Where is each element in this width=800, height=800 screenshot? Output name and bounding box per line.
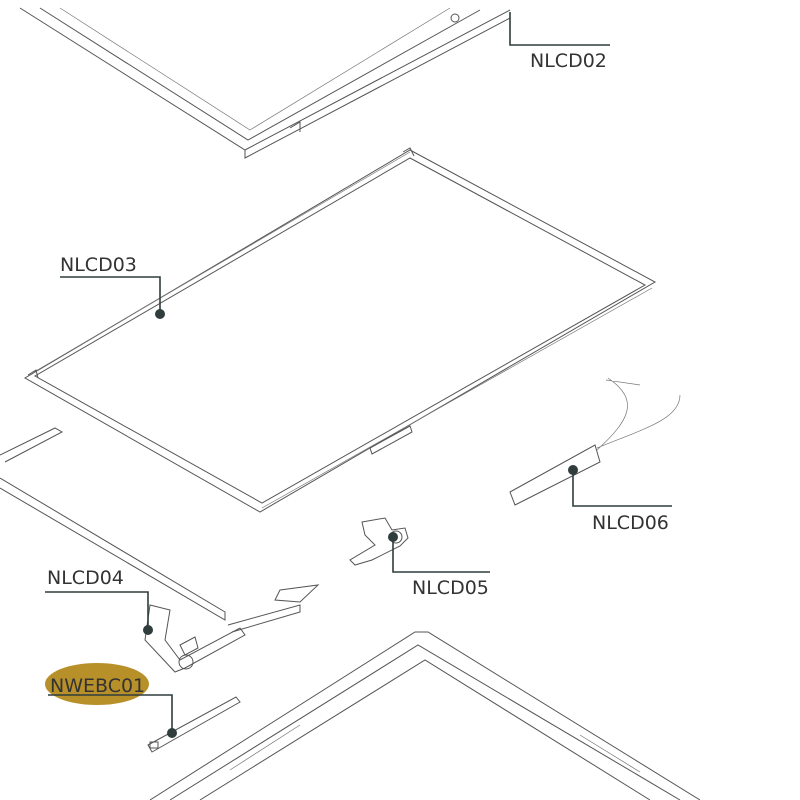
leader-nlcd06: [572, 470, 672, 507]
leader-nlcd05: [392, 537, 490, 573]
label-nlcd05[interactable]: NLCD05: [412, 577, 489, 599]
callout-dot-nlcd06: [568, 465, 578, 475]
callout-dot-nlcd03: [155, 309, 165, 319]
part-antenna: [509, 377, 681, 506]
label-nlcd03[interactable]: NLCD03: [60, 254, 137, 276]
leader-nlcd03: [60, 276, 161, 314]
part-lcd-cable: [0, 427, 320, 621]
leader-nlcd02: [509, 12, 610, 46]
part-lcd-bezel-top: [19, 7, 511, 159]
part-right-hinge: [349, 517, 409, 566]
callout-dot-nwebc01: [167, 728, 177, 738]
part-webcam-board: [147, 696, 241, 753]
label-nlcd04[interactable]: NLCD04: [47, 567, 124, 589]
leader-nwebc01: [48, 694, 173, 733]
callout-dot-nlcd05: [388, 532, 398, 542]
leader-nlcd04: [45, 591, 149, 630]
label-nlcd02[interactable]: NLCD02: [530, 50, 607, 72]
part-left-hinge: [144, 604, 301, 673]
callout-dot-nlcd04: [143, 625, 153, 635]
label-nlcd06[interactable]: NLCD06: [592, 512, 669, 534]
part-lcd-bezel-bottom: [149, 631, 701, 800]
part-lcd-panel: [24, 147, 657, 513]
label-nwebc01[interactable]: NWEBC01: [50, 675, 145, 697]
